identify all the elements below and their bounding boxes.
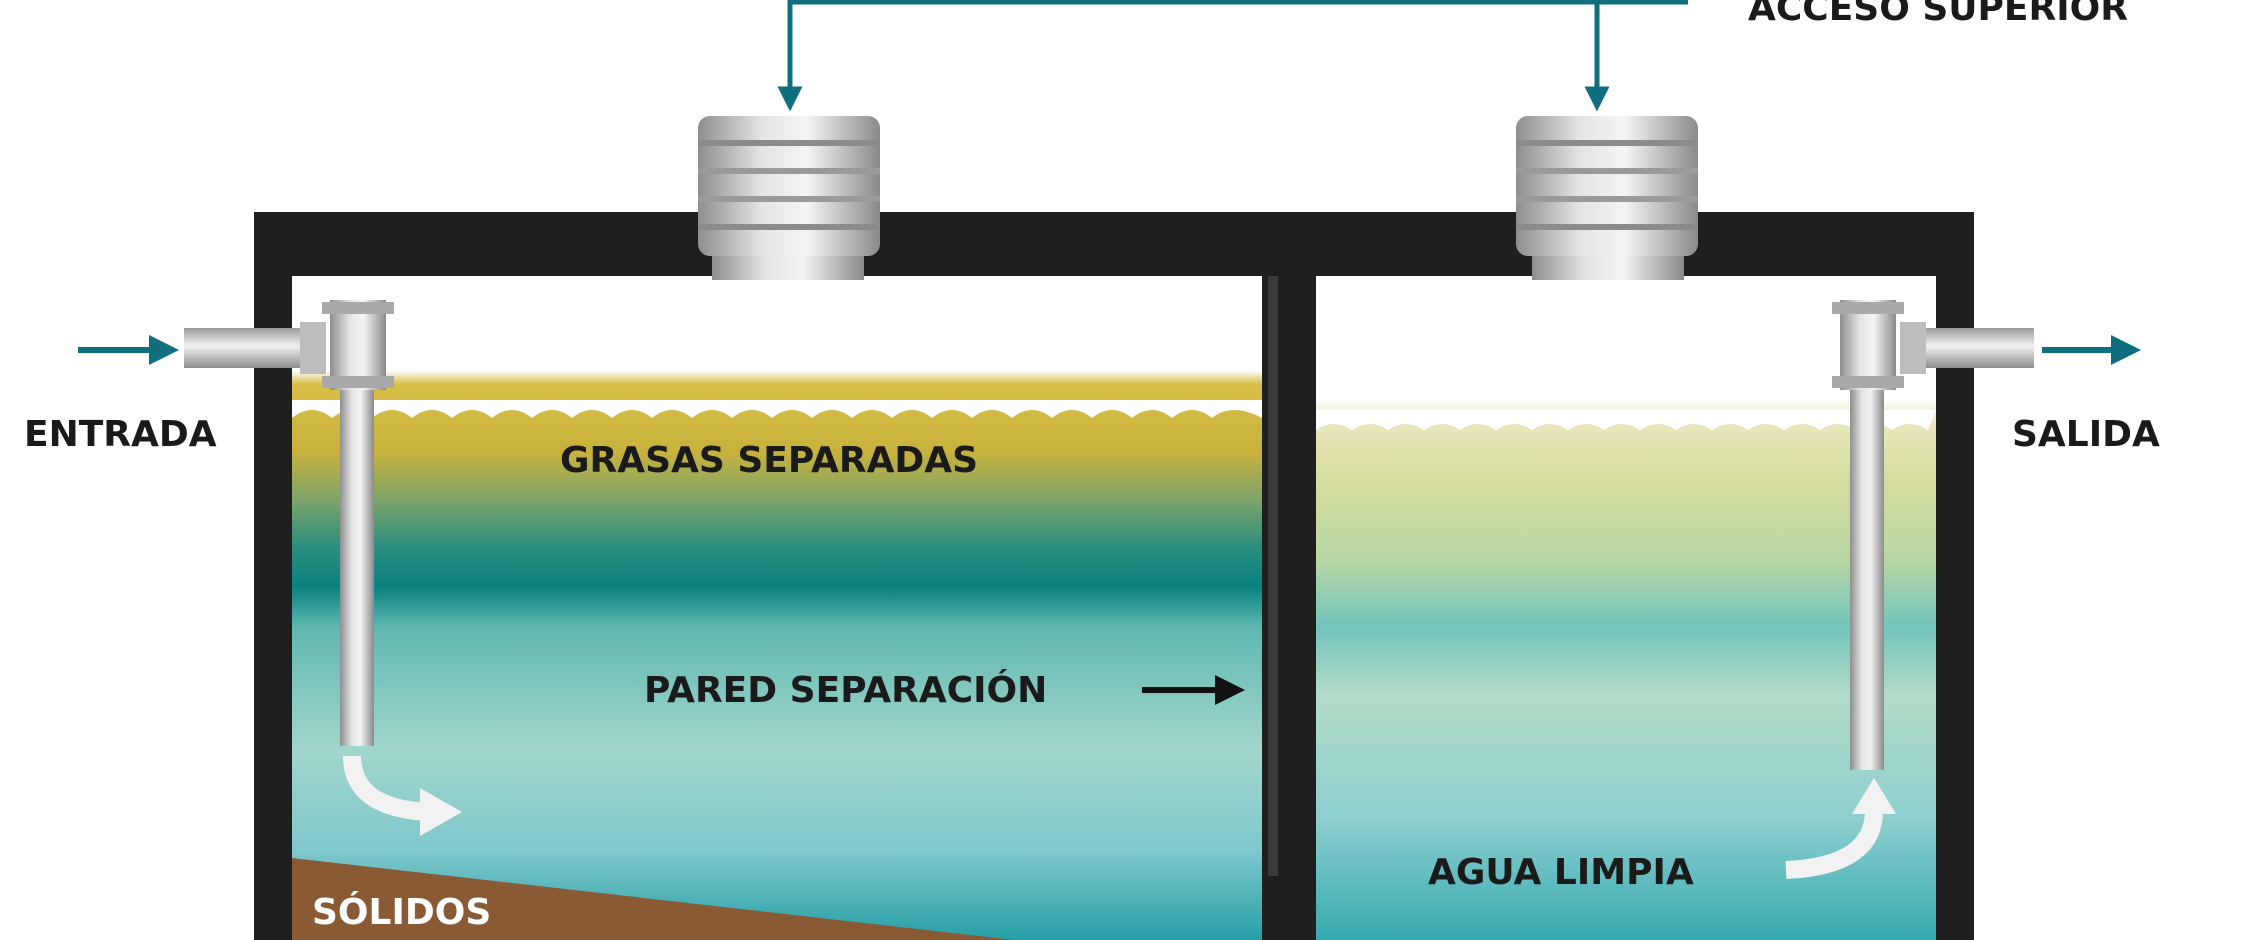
inlet-pipe: [184, 300, 394, 746]
label-solids: SÓLIDOS: [312, 891, 491, 933]
label-grease: GRASAS SEPARADAS: [560, 440, 978, 481]
inlet-flow-head: [420, 788, 462, 836]
access-cover-right: [1516, 116, 1698, 280]
outlet-flow-curve: [1785, 807, 1883, 879]
access-cover-left: [698, 116, 880, 280]
grease-surface-waves: [292, 400, 1262, 418]
solids-sediment: [292, 858, 1015, 940]
label-outlet: SALIDA: [2012, 414, 2160, 455]
left-chamber: [292, 276, 1262, 940]
separation-wall-edge: [1268, 276, 1278, 876]
label-top-access: ACCESO SUPERIOR: [1748, 0, 2128, 29]
label-wall: PARED SEPARACIÓN: [644, 669, 1047, 711]
outlet-flow-head: [1852, 778, 1896, 814]
outlet-pipe: [1832, 300, 2034, 770]
clean-surface-waves: [1316, 410, 1936, 430]
access-connector-line: [777, 0, 1688, 112]
inlet-flow-curve: [343, 755, 429, 821]
label-inlet: ENTRADA: [24, 414, 217, 455]
label-clean-water: AGUA LIMPIA: [1428, 852, 1694, 893]
